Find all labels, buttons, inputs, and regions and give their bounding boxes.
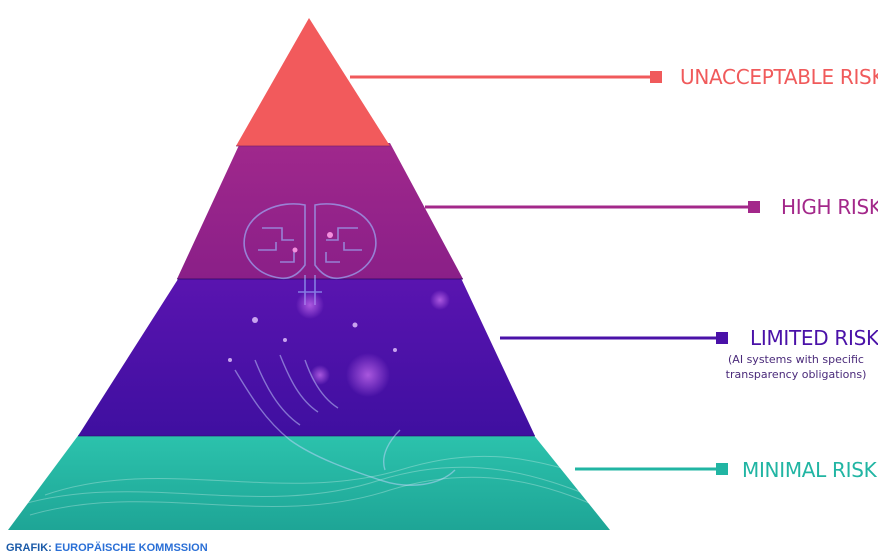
label-high-risk: HIGH RISK (781, 195, 878, 219)
wave-lines (19, 455, 606, 516)
pyramid-layer-limited (78, 276, 535, 436)
pyramid-layer-high (177, 143, 463, 279)
glow-dots (228, 232, 450, 397)
limited-risk-subtitle-line-1: (AI systems with specific (728, 353, 864, 366)
connector-limited-square-marker (716, 332, 728, 344)
label-minimal-risk: MINIMAL RISK (742, 458, 877, 482)
label-unacceptable-risk: UNACCEPTABLE RISK (680, 65, 878, 89)
connector-high-square-marker (748, 201, 760, 213)
credit-prefix: GRAFIK: (6, 542, 52, 554)
label-limited-risk: LIMITED RISK (750, 326, 878, 350)
ai-brain-illustration (243, 203, 377, 305)
pyramid-layer-unacceptable (236, 18, 390, 146)
image-credit: GRAFIK: EUROPÄISCHE KOMMSSION (6, 542, 208, 554)
hand-illustration (234, 354, 456, 486)
connector-minimal-square-marker (716, 463, 728, 475)
pyramid-layer-minimal (8, 433, 610, 530)
connector-unacceptable-square-marker (650, 71, 662, 83)
credit-source: EUROPÄISCHE KOMMSSION (54, 542, 208, 554)
limited-risk-subtitle: (AI systems with specific transparency o… (712, 352, 878, 382)
limited-risk-subtitle-line-2: transparency obligations) (725, 368, 867, 381)
